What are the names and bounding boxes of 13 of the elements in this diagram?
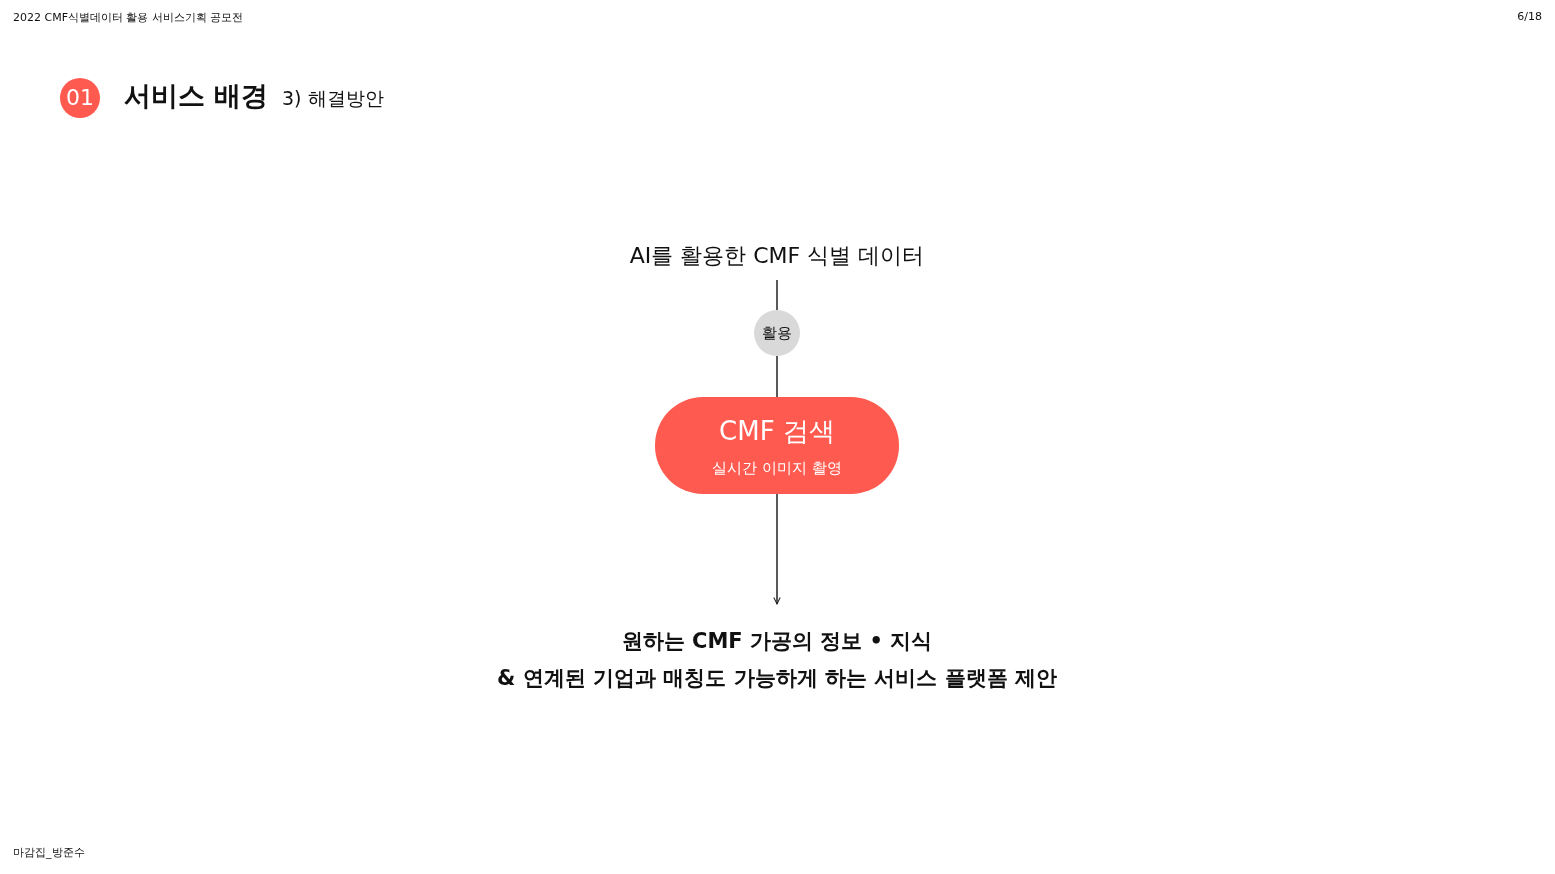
- header-text: 2022 CMF식별데이터 활용 서비스기획 공모전: [13, 10, 244, 25]
- subtitle: 3) 해결방안: [282, 86, 384, 111]
- connector-line: [776, 355, 778, 398]
- process-box: CMF 검색 실시간 이미지 촬영: [655, 397, 899, 494]
- circle-node: 활용: [754, 310, 800, 356]
- page-number: 6/18: [1517, 10, 1542, 23]
- flow-text: 원하는 CMF 가공의 정보 • 지식 & 연계된 기업과 매칭도 가능하게 하는 서비스 플랫폼 제안: [427, 622, 1127, 698]
- section-badge: 01: [60, 78, 100, 118]
- page-title: 서비스 배경: [124, 79, 269, 113]
- arrow: [773, 493, 781, 605]
- connector-line: [776, 279, 778, 311]
- flow-text: AI를 활용한 CMF 식별 데이터: [577, 238, 977, 274]
- footer-text: 마감집_방준수: [13, 845, 85, 860]
